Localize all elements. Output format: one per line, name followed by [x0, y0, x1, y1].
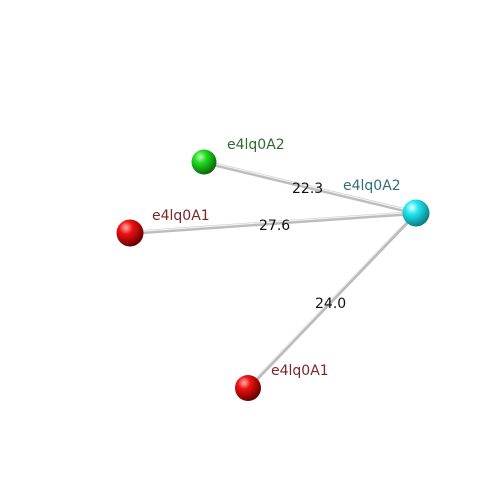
- node-label: e4lq0A1: [271, 363, 329, 379]
- edge-n4-n2: 24.0: [246, 211, 418, 390]
- node-n2: e4lq0A2: [343, 178, 430, 227]
- bond-line-highlight: [203, 160, 417, 213]
- node-n3: e4lq0A1: [116, 208, 210, 247]
- edge-label: 27.6: [259, 218, 290, 234]
- atom-sphere-green: [191, 149, 217, 175]
- node-n4: e4lq0A1: [235, 363, 329, 401]
- edge-n1-n2: 22.3: [202, 160, 418, 215]
- edge-n3-n2: 27.6: [128, 211, 418, 235]
- atom-sphere-red: [235, 375, 261, 401]
- edge-label: 22.3: [292, 181, 323, 197]
- bond-line: [202, 160, 418, 215]
- atom-sphere-red: [116, 219, 144, 247]
- bond-line: [128, 211, 418, 235]
- node-n1: e4lq0A2: [191, 137, 285, 175]
- bond-line-highlight: [246, 211, 416, 388]
- node-label: e4lq0A2: [227, 137, 285, 153]
- edge-label: 24.0: [315, 296, 346, 312]
- bond-line-highlight: [129, 211, 417, 233]
- bond-line: [246, 211, 418, 390]
- node-label: e4lq0A1: [152, 208, 210, 224]
- node-label: e4lq0A2: [343, 178, 401, 194]
- atom-sphere-cyan: [402, 199, 430, 227]
